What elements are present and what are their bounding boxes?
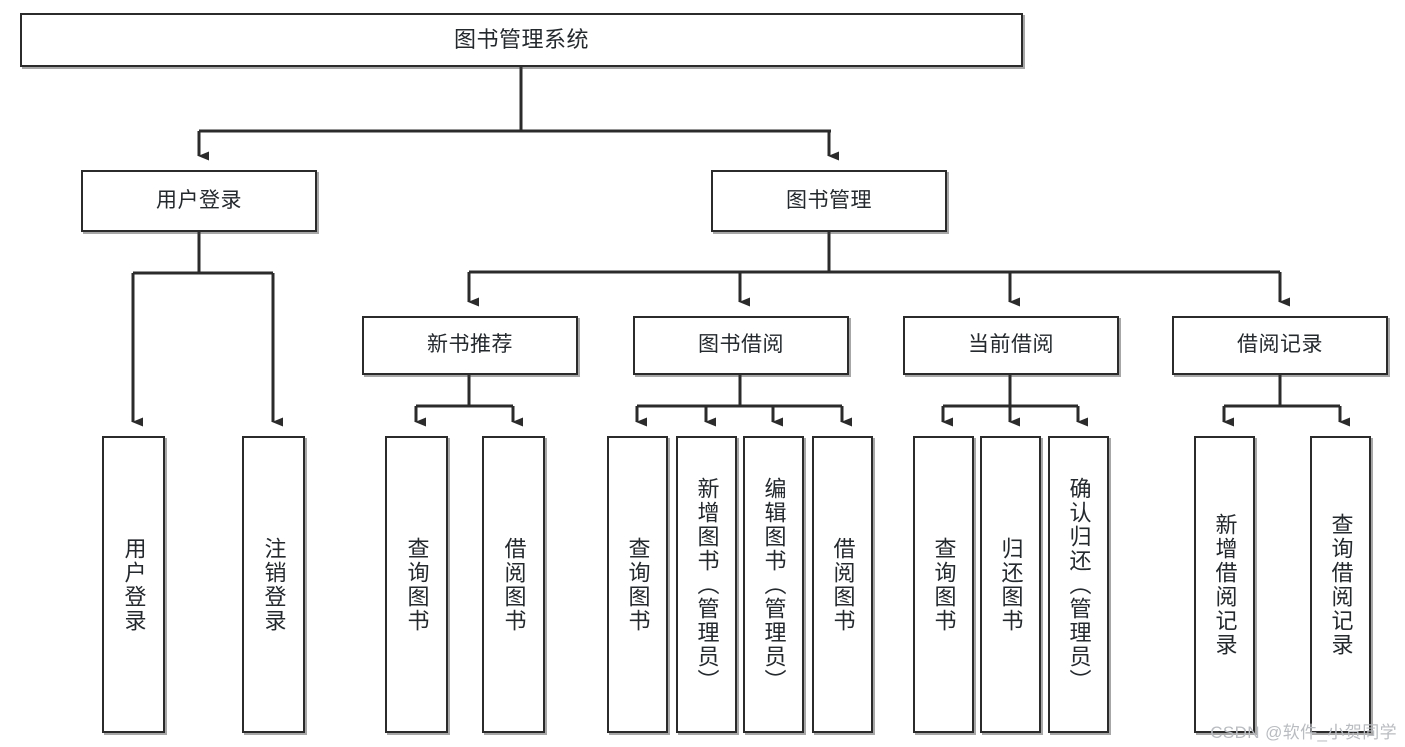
node-borrow-record-label: 借阅记录 (1237, 333, 1323, 357)
node-leaf-confirm-return[interactable]: 确认归还（管理员） (1048, 436, 1109, 733)
node-leaf-return-book[interactable]: 归还图书 (980, 436, 1041, 733)
node-book-manage-label: 图书管理 (786, 188, 872, 212)
node-leaf-add-record-label: 新增借阅记录 (1212, 512, 1238, 657)
node-leaf-query-book-2-label: 查询图书 (625, 536, 651, 633)
node-leaf-query-book-3[interactable]: 查询图书 (913, 436, 974, 733)
node-root[interactable]: 图书管理系统 (20, 13, 1023, 67)
node-leaf-borrow-book-2[interactable]: 借阅图书 (812, 436, 873, 733)
node-new-book-recommend[interactable]: 新书推荐 (362, 316, 578, 375)
node-leaf-borrow-book-1[interactable]: 借阅图书 (482, 436, 545, 733)
node-leaf-logout-label: 注销登录 (261, 536, 287, 633)
node-leaf-query-record[interactable]: 查询借阅记录 (1310, 436, 1371, 733)
node-leaf-edit-book[interactable]: 编辑图书（管理员） (743, 436, 804, 733)
node-leaf-query-book-1[interactable]: 查询图书 (385, 436, 448, 733)
node-borrow-record[interactable]: 借阅记录 (1172, 316, 1388, 375)
node-root-label: 图书管理系统 (453, 27, 589, 53)
node-leaf-user-login[interactable]: 用户登录 (102, 436, 165, 733)
node-leaf-return-book-label: 归还图书 (998, 536, 1024, 633)
node-leaf-query-record-label: 查询借阅记录 (1328, 512, 1354, 657)
node-leaf-edit-book-label: 编辑图书（管理员） (761, 476, 787, 693)
node-current-borrow[interactable]: 当前借阅 (903, 316, 1119, 375)
node-leaf-logout[interactable]: 注销登录 (242, 436, 305, 733)
node-leaf-query-book-3-label: 查询图书 (931, 536, 957, 633)
node-leaf-query-book-1-label: 查询图书 (404, 536, 430, 633)
node-leaf-borrow-book-2-label: 借阅图书 (830, 536, 856, 633)
node-leaf-add-book-label: 新增图书（管理员） (694, 476, 720, 693)
node-leaf-borrow-book-1-label: 借阅图书 (501, 536, 527, 633)
node-book-manage[interactable]: 图书管理 (711, 170, 947, 232)
node-leaf-query-book-2[interactable]: 查询图书 (607, 436, 668, 733)
csdn-watermark: CSDN @软件_小贺同学 (1210, 723, 1397, 742)
node-leaf-add-book[interactable]: 新增图书（管理员） (676, 436, 737, 733)
node-book-borrow-label: 图书借阅 (698, 333, 784, 357)
node-book-borrow[interactable]: 图书借阅 (633, 316, 849, 375)
node-new-book-recommend-label: 新书推荐 (427, 333, 513, 357)
node-user-login[interactable]: 用户登录 (81, 170, 317, 232)
node-leaf-add-record[interactable]: 新增借阅记录 (1194, 436, 1255, 733)
node-leaf-confirm-return-label: 确认归还（管理员） (1066, 476, 1092, 693)
node-current-borrow-label: 当前借阅 (968, 333, 1054, 357)
node-leaf-user-login-label: 用户登录 (121, 536, 147, 633)
node-user-login-label: 用户登录 (156, 188, 242, 212)
